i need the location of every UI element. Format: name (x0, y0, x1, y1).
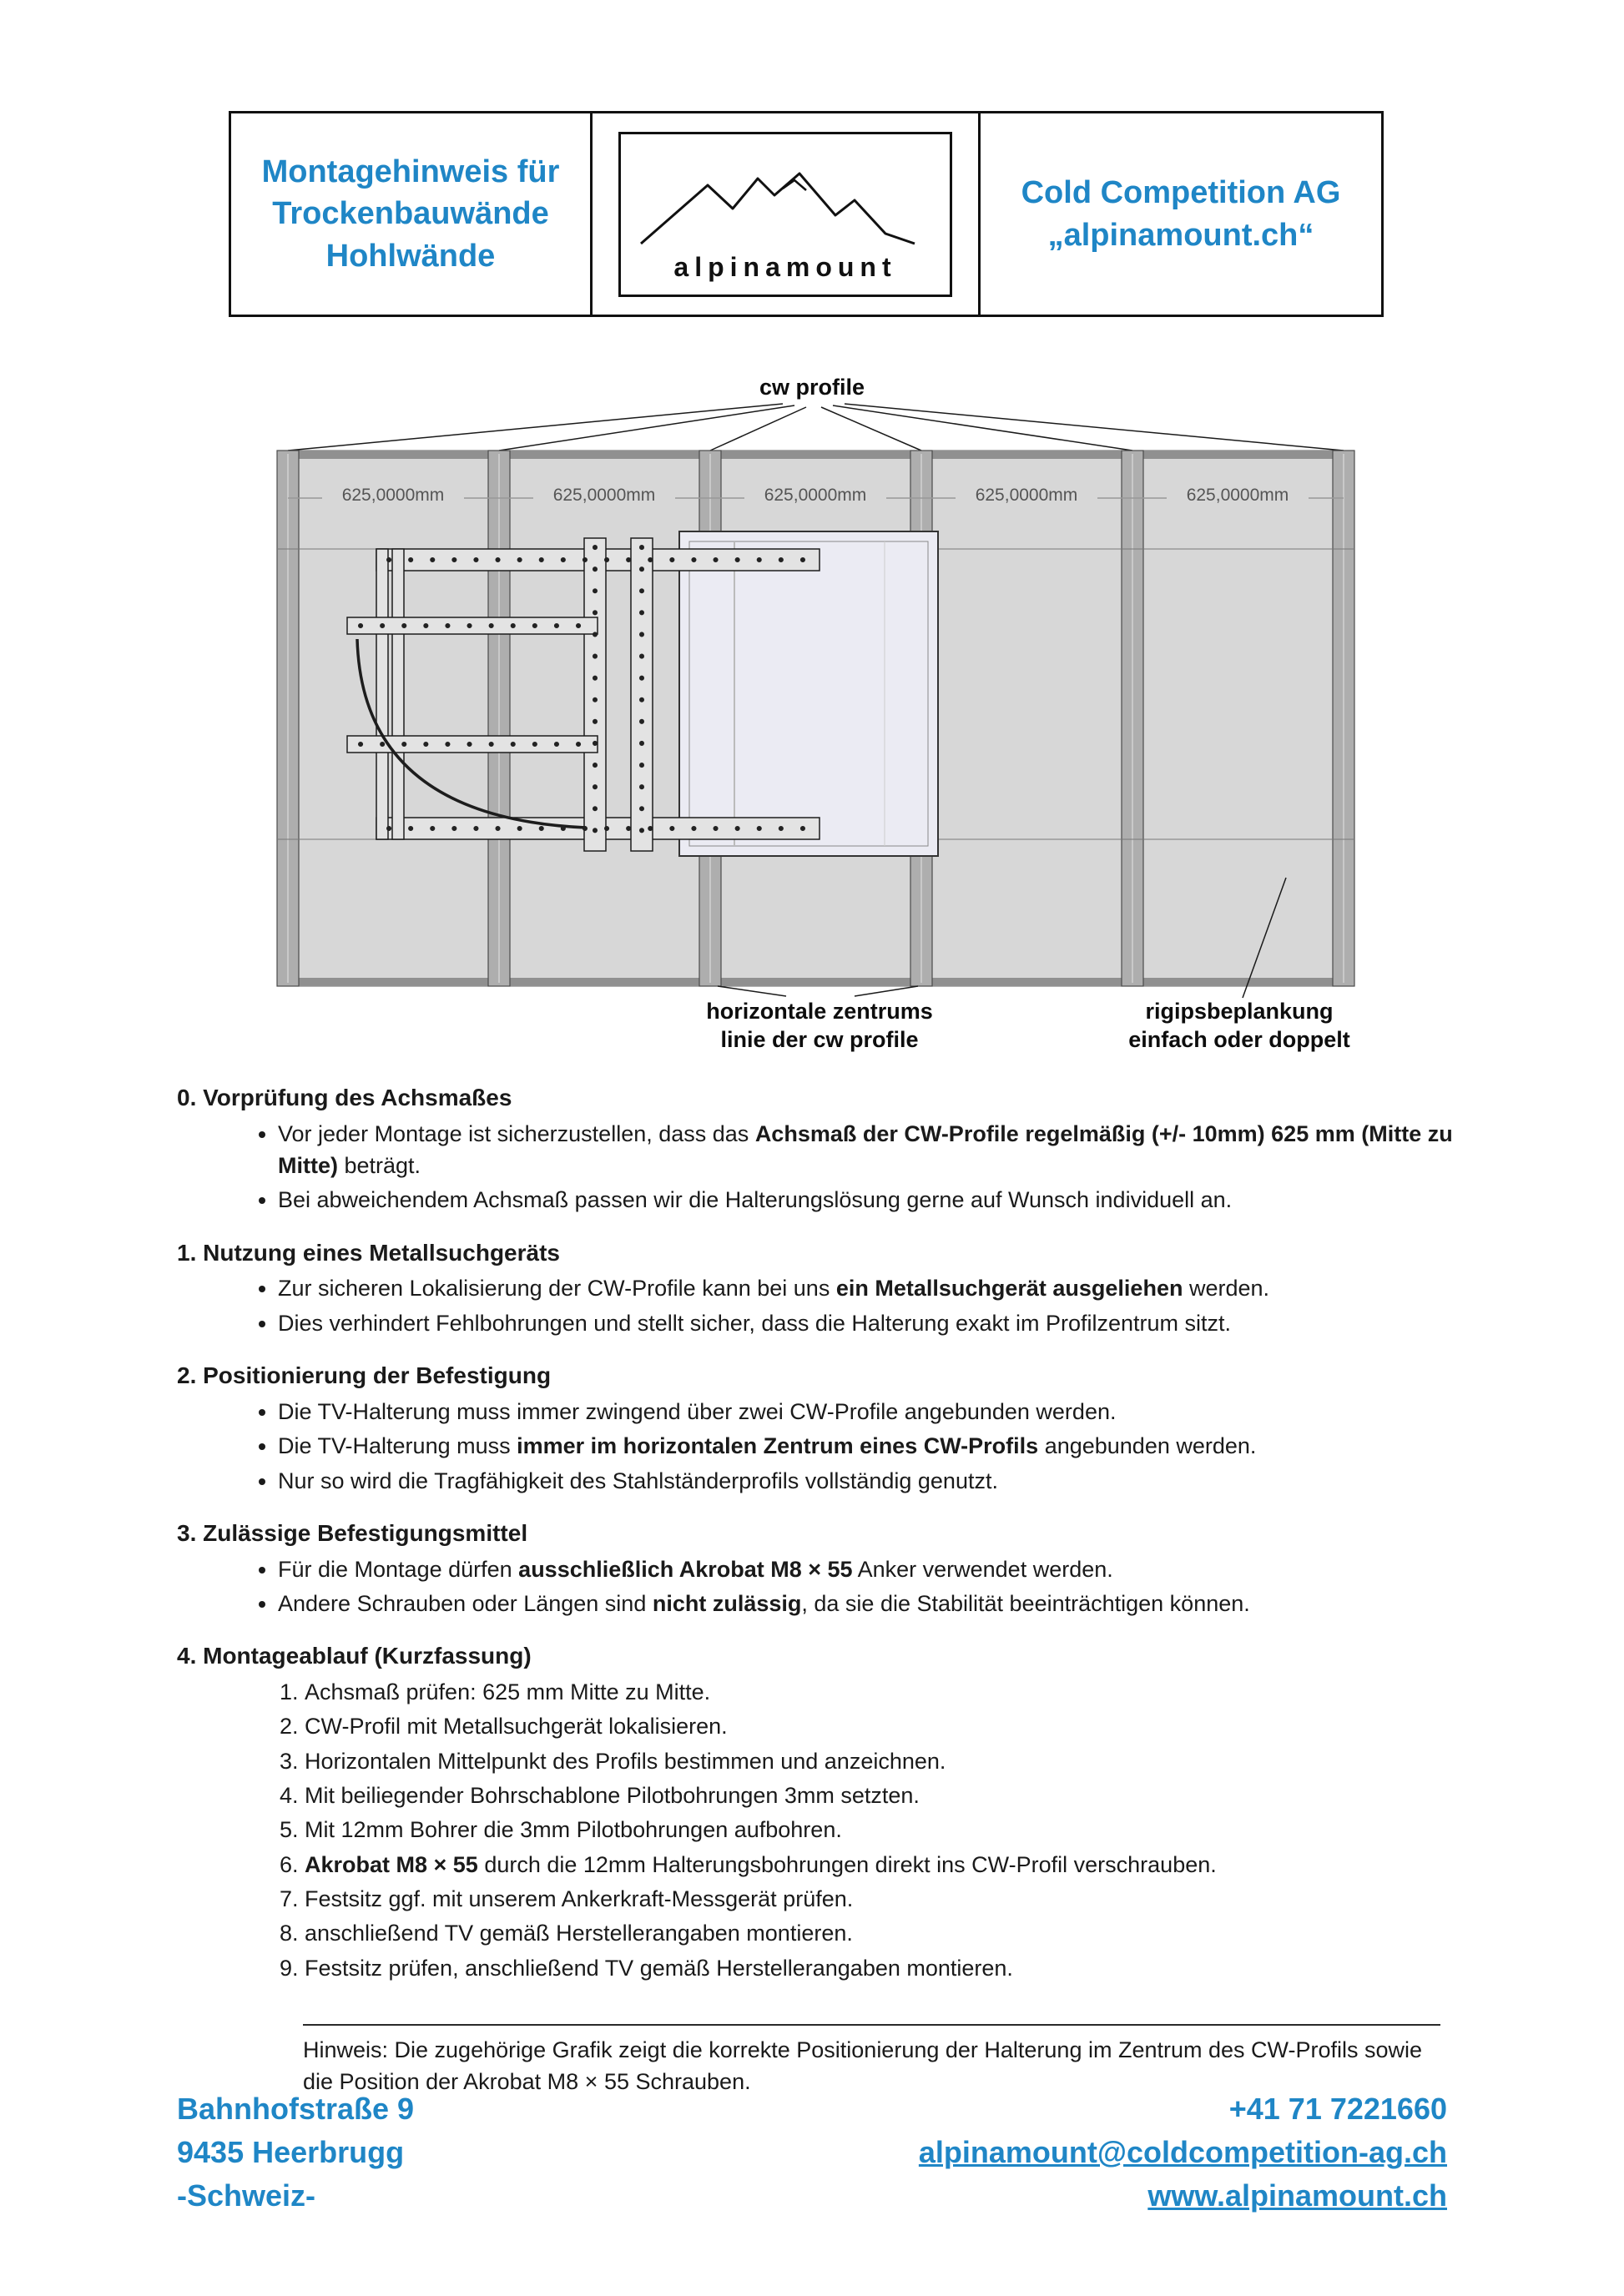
label-leader-lines (717, 877, 1287, 999)
note-divider (303, 2023, 1440, 2026)
list-item: Bei abweichendem Achsmaß passen wir die … (278, 1184, 1454, 1216)
document-title: Montagehinweis für Trockenbauwände Hohlw… (262, 151, 560, 276)
cw-profile-leader-lines (287, 403, 1344, 451)
list-item: Die TV-Halterung muss immer im horizonta… (278, 1430, 1454, 1462)
section-title: 1. Nutzung eines Metallsuchgeräts (177, 1239, 560, 1266)
company-name: Cold Competition AG „alpinamount.ch“ (1021, 172, 1341, 255)
list-item: Die TV-Halterung muss immer zwingend übe… (278, 1396, 1454, 1427)
email-link[interactable]: alpinamount@coldcompetition-ag.ch (918, 2135, 1447, 2170)
bullet-list: Für die Montage dürfen ausschließlich Ak… (177, 1553, 1454, 1620)
footer-address: Bahnhofstraße 9 9435 Heerbrugg -Schweiz- (177, 2087, 414, 2218)
list-item: Mit 12mm Bohrer die 3mm Pilotbohrungen a… (305, 1814, 1454, 1845)
section-title: 0. Vorprüfung des Achsmaßes (177, 1085, 512, 1110)
company-domain-line: „alpinamount.ch“ (1047, 217, 1314, 253)
section-title: 3. Zulässige Befestigungsmittel (177, 1519, 528, 1546)
document-title-line: Trockenbauwände (272, 196, 549, 232)
section-title: 4. Montageablauf (Kurzfassung) (177, 1643, 532, 1669)
mountain-logo-icon (640, 172, 915, 244)
dimension-label: 625,0000mm (322, 486, 464, 506)
section-title: 2. Positionierung der Befestigung (177, 1362, 552, 1389)
tv-mount-bracket (346, 537, 820, 852)
section: 2. Positionierung der BefestigungDie TV-… (177, 1359, 1454, 1497)
phone-number: +41 71 7221660 (1228, 2092, 1447, 2126)
header-right-cell: Cold Competition AG „alpinamount.ch“ (978, 111, 1384, 317)
list-item: Nur so wird die Tragfähigkeit des Stahls… (278, 1465, 1454, 1497)
header-table: Montagehinweis für Trockenbauwände Hohlw… (229, 111, 1384, 317)
numbered-list: Achsmaß prüfen: 625 mm Mitte zu Mitte.CW… (177, 1676, 1454, 1984)
list-item: CW-Profil mit Metallsuchgerät lokalisier… (305, 1710, 1454, 1742)
list-item: Mit beiliegender Bohrschablone Pilotbohr… (305, 1780, 1454, 1811)
header-logo-cell: alpinamount (590, 111, 981, 317)
list-item: Horizontalen Mittelpunkt des Profils bes… (305, 1745, 1454, 1777)
dimension-label: 625,0000mm (533, 486, 675, 506)
logo-wordmark: alpinamount (673, 251, 897, 282)
section: 1. Nutzung eines MetallsuchgerätsZur sic… (177, 1236, 1454, 1339)
list-item: Andere Schrauben oder Längen sind nicht … (278, 1588, 1454, 1619)
address-line: 9435 Heerbrugg (177, 2135, 405, 2170)
sections: 0. Vorprüfung des AchsmaßesVor jeder Mon… (177, 1081, 1454, 1984)
address-line: Bahnhofstraße 9 (177, 2092, 415, 2126)
list-item: Dies verhindert Fehlbohrungen und stellt… (278, 1307, 1454, 1339)
installation-diagram: cw profile 625,0000mm 625,0000mm 625,000… (0, 367, 1624, 1068)
dimension-label: 625,0000mm (744, 486, 886, 506)
company-name-line: Cold Competition AG (1021, 175, 1341, 211)
bullet-list: Zur sicheren Lokalisierung der CW-Profil… (177, 1272, 1454, 1339)
tv-panel (678, 531, 939, 857)
list-item: Zur sicheren Lokalisierung der CW-Profil… (278, 1272, 1454, 1304)
bullet-list: Die TV-Halterung muss immer zwingend übe… (177, 1396, 1454, 1497)
bullet-list: Vor jeder Montage ist sicherzustellen, d… (177, 1118, 1454, 1216)
list-item: Für die Montage dürfen ausschließlich Ak… (278, 1553, 1454, 1585)
list-item: Festsitz prüfen, anschließend TV gemäß H… (305, 1952, 1454, 1984)
section: 0. Vorprüfung des AchsmaßesVor jeder Mon… (177, 1081, 1454, 1216)
document-title-line: Hohlwände (325, 238, 496, 274)
list-item: Festsitz ggf. mit unserem Ankerkraft-Mes… (305, 1883, 1454, 1915)
dimension-label: 625,0000mm (956, 486, 1097, 506)
header-left-cell: Montagehinweis für Trockenbauwände Hohlw… (229, 111, 593, 317)
list-item: anschließend TV gemäß Herstellerangaben … (305, 1917, 1454, 1949)
dimension-label: 625,0000mm (1167, 486, 1309, 506)
list-item: Vor jeder Montage ist sicherzustellen, d… (278, 1118, 1454, 1182)
alpinamount-logo: alpinamount (618, 131, 952, 297)
website-link[interactable]: www.alpinamount.ch (1147, 2178, 1447, 2213)
list-item: Akrobat M8 × 55 durch die 12mm Halterung… (305, 1849, 1454, 1881)
section: 4. Montageablauf (Kurzfassung) Achsmaß pr… (177, 1639, 1454, 1984)
list-item: Achsmaß prüfen: 625 mm Mitte zu Mitte. (305, 1676, 1454, 1708)
section: 3. Zulässige BefestigungsmittelFür die M… (177, 1517, 1454, 1619)
instructions-content: 0. Vorprüfung des AchsmaßesVor jeder Mon… (177, 1081, 1454, 2098)
cw-profile-label: cw profile (759, 375, 865, 400)
diagram-drawing (276, 403, 1355, 999)
center-line-label: horizontale zentrums linie der cw profil… (706, 999, 933, 1052)
footer-contact: +41 71 7221660 alpinamount@coldcompetiti… (919, 2087, 1447, 2218)
note-text: Hinweis: Die zugehörige Grafik zeigt die… (303, 2037, 1423, 2095)
footer: Bahnhofstraße 9 9435 Heerbrugg -Schweiz-… (177, 2087, 1447, 2218)
address-line: -Schweiz- (177, 2178, 316, 2213)
plasterboard-label: rigipsbeplankung einfach oder doppelt (1128, 999, 1350, 1052)
document-title-line: Montagehinweis für (261, 154, 560, 190)
